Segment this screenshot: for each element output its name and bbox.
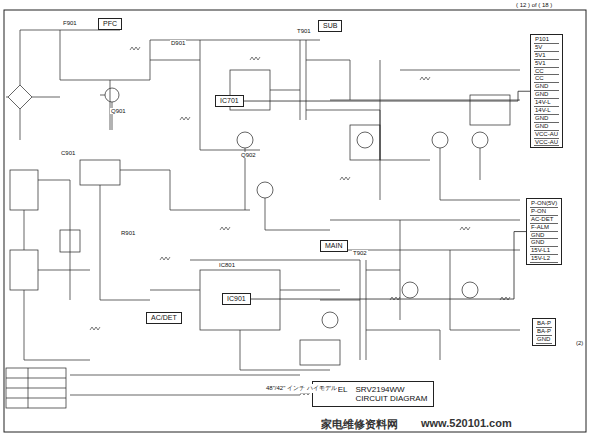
node-text: CIRCUIT DIAGRAM xyxy=(355,394,427,403)
node-text: 5V xyxy=(534,44,559,52)
part-label: T902 xyxy=(352,250,368,256)
resistor-symbol xyxy=(90,327,100,330)
resistor-symbol xyxy=(220,227,230,230)
node-text: F-ALM xyxy=(530,224,558,232)
node-text: CC xyxy=(534,75,559,83)
part-label: (2) xyxy=(575,340,584,346)
ic-box: IC701 xyxy=(215,95,244,107)
node-text: P-ON xyxy=(530,208,558,216)
node-text: BA-P xyxy=(536,328,552,336)
node-text: 15V-L1 xyxy=(530,247,558,255)
resistor-symbol xyxy=(340,177,350,180)
block-tag: PFC xyxy=(98,18,122,30)
block-tag: MAIN xyxy=(320,240,348,252)
node-text: P-ON(5V) xyxy=(530,200,558,208)
node-text: 15V-L2 xyxy=(530,255,558,263)
resistor-symbol xyxy=(420,77,430,80)
node-text: AC-DET xyxy=(530,216,558,224)
ic-box: IC901 xyxy=(222,293,251,305)
part-label: F901 xyxy=(62,20,78,26)
node-text: 5V1 xyxy=(534,60,559,68)
node-text: CC xyxy=(534,68,559,76)
node-text: PFC xyxy=(103,20,117,28)
wire-connector xyxy=(244,91,530,101)
node-text: GND xyxy=(530,239,558,247)
block-tag: AC/DET xyxy=(146,312,182,324)
block-tag: SUB xyxy=(318,20,342,32)
part-label: Q901 xyxy=(110,108,127,114)
node-text: GND xyxy=(534,115,559,123)
node-text: P101 xyxy=(534,36,559,44)
resistor-symbol xyxy=(390,297,400,300)
resistor-symbol xyxy=(160,257,170,260)
node-text: 5V1 xyxy=(534,52,559,60)
part-label: C901 xyxy=(60,150,76,156)
node-text: MAIN xyxy=(325,242,343,250)
resistor-symbol xyxy=(130,47,140,50)
wire-connector xyxy=(251,232,526,299)
node-text: GND xyxy=(534,83,559,91)
resistor-symbol xyxy=(500,297,510,300)
node-text: BA-P xyxy=(536,320,552,328)
connector-box: P-ON(5V)P-ONAC-DETF-ALMGNDGND15V-L115V-L… xyxy=(526,198,562,265)
resistor-symbol xyxy=(460,227,470,230)
node-text: 14V-L xyxy=(534,107,559,115)
note-text: www.520101.com xyxy=(420,417,513,429)
node-text: SUB xyxy=(323,22,337,30)
node-text: GND xyxy=(534,123,559,131)
node-text: GND xyxy=(534,91,559,99)
node-text: GND xyxy=(530,232,558,240)
part-label: Q902 xyxy=(240,152,257,158)
note-text: ( 12 ) of ( 18 ) xyxy=(515,2,553,8)
part-label: IC801 xyxy=(218,262,236,268)
part-label: T901 xyxy=(296,28,312,34)
node-text: SRV2194WW xyxy=(355,385,427,394)
node-text: VCC-AU xyxy=(534,131,559,139)
node-text: IC701 xyxy=(220,97,239,105)
node-text: AC/DET xyxy=(151,314,177,322)
node-text: 14V-L xyxy=(534,99,559,107)
note-text: 家电维修资料网 xyxy=(320,417,399,432)
resistor-symbol xyxy=(180,117,190,120)
node-text: GND xyxy=(536,336,552,344)
node-text: IC901 xyxy=(227,295,246,303)
connector-box: P1015V5V15V1CCCCGNDGND14V-L14V-LGNDGNDVC… xyxy=(530,34,563,148)
node-text: VCC-AU xyxy=(534,139,559,147)
note-text: 48"/42" インチ ハイモデル xyxy=(265,384,338,393)
part-label: R901 xyxy=(120,230,136,236)
part-label: D901 xyxy=(170,40,186,46)
connector-box: BA-PBA-PGND xyxy=(532,318,556,346)
resistor-symbol xyxy=(250,57,260,60)
